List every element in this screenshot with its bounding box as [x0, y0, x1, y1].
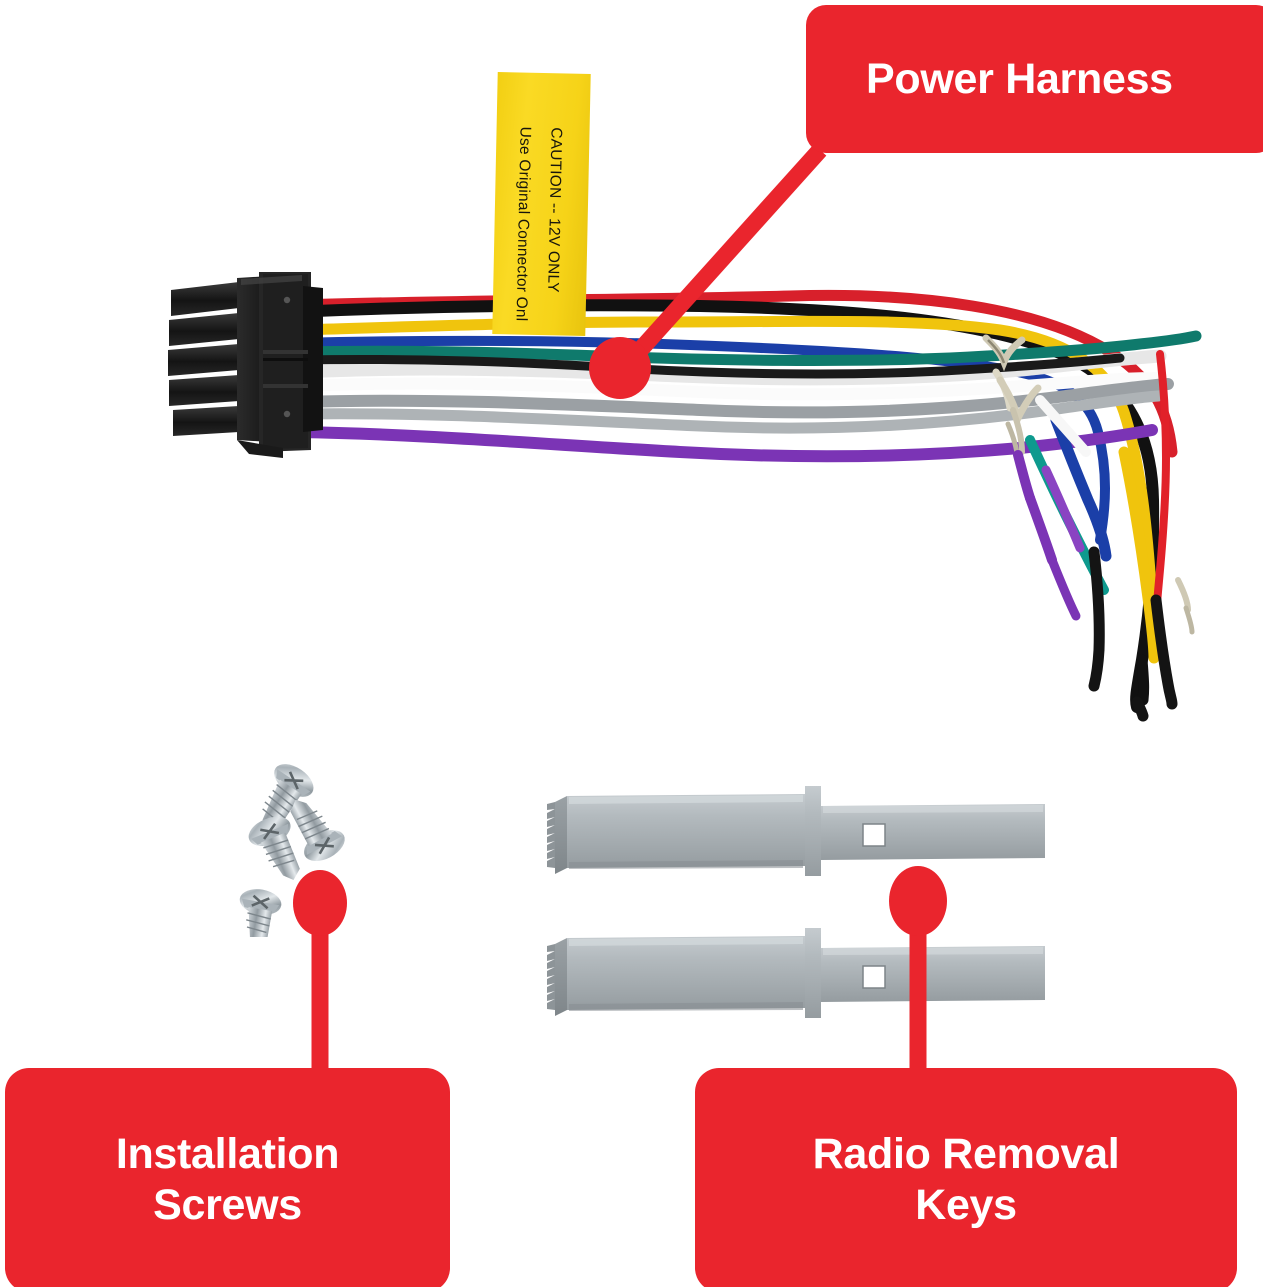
callout-power-harness-label: Power Harness [866, 54, 1173, 103]
callout-installation-screws-line-1: Installation [115, 1130, 340, 1179]
caution-tag-line-2: Use Original Connector Onl [512, 126, 534, 322]
callout-power-harness[interactable]: Power Harness [806, 5, 1263, 153]
screw [248, 816, 300, 880]
screw [290, 799, 345, 862]
installation-screws [239, 764, 345, 937]
removal-key [547, 928, 1045, 1018]
removal-key [547, 786, 1045, 876]
callout-radio-removal-keys-line-1: Radio Removal [812, 1130, 1120, 1179]
callout-radio-removal-keys[interactable]: Radio Removal Keys [695, 1068, 1237, 1287]
caution-tag-line-1: CAUTION -- 12V ONLY [544, 127, 565, 293]
callout-installation-screws[interactable]: Installation Screws [5, 1068, 450, 1287]
caution-tag: CAUTION -- 12V ONLY Use Original Connect… [492, 72, 591, 336]
callout-installation-screws-line-2: Screws [153, 1181, 302, 1229]
harness-connector-block [168, 272, 323, 458]
radio-removal-keys [547, 786, 1045, 1018]
connector-slots [168, 282, 239, 436]
callout-radio-removal-keys-line-2: Keys [915, 1181, 1017, 1229]
screw [239, 889, 282, 937]
